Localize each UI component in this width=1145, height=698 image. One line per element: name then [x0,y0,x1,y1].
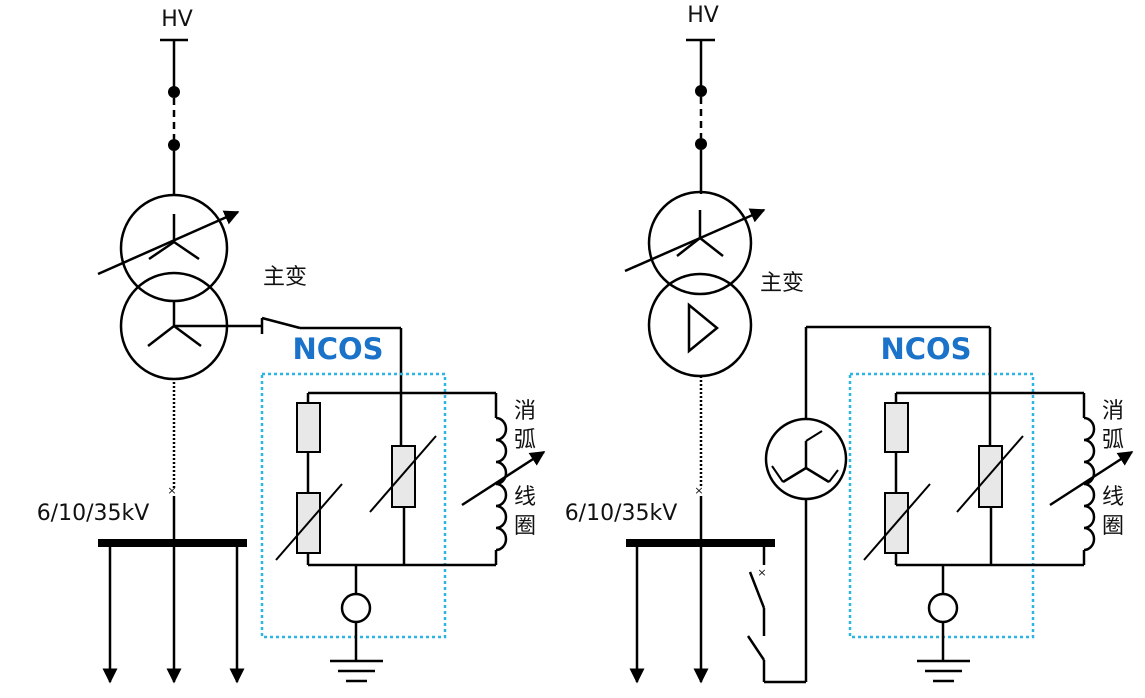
left-coil-adjust-arrow-icon [461,450,546,507]
left-arc-suppression-coil [461,393,546,565]
left-transformer-primary-winding [119,193,229,303]
left-varistor-1-slash [275,483,343,561]
right-transformer-label: 主变 [760,271,804,296]
right-coil-label: 消 弧 线 圈 [1102,399,1124,539]
right-zigzag-icon [771,430,839,484]
left-current-sensor [340,592,372,624]
svg-text:弧: 弧 [514,428,536,453]
left-varistor-2 [391,445,416,508]
left-wye-primary-icon [148,214,200,261]
right-ncos-label: NCOS [880,332,971,366]
svg-text:消: 消 [514,399,536,424]
right-breaker-terminal-top [695,85,707,97]
svg-text:圈: 圈 [514,514,536,539]
right-ground-switch-blade[interactable] [746,635,766,661]
right-arc-suppression-coil [1049,393,1134,565]
right-breaker-terminal-bottom [695,138,707,150]
left-main-transformer [97,193,262,381]
right-switch-x-mark: × [694,484,703,497]
right-fuse-resistor [884,402,909,453]
svg-text:线: 线 [514,485,536,510]
right-wye-primary-icon [676,210,724,257]
left-coil-label: 消 弧 线 圈 [514,399,536,539]
right-voltage-label: 6/10/35kV [565,501,678,526]
right-varistor-2 [978,445,1003,508]
right-transformer-primary-winding [647,190,753,296]
right-diagram: HV 主变 NCOS [565,3,1134,684]
right-bus-tie-switch-blade[interactable] [748,571,766,609]
svg-text:弧: 弧 [1102,428,1124,453]
right-switch-x-mark-2: × [757,566,766,579]
right-ground-icon [917,659,970,683]
left-hv-label: HV [161,7,193,32]
left-ncos-circuit [275,391,546,683]
left-transformer-label: 主变 [263,265,307,290]
left-ncos-box [260,372,447,639]
left-wye-secondary-icon [147,300,262,348]
right-tap-changer-arrow-icon [624,208,766,273]
svg-text:线: 线 [1102,485,1124,510]
left-voltage-label: 6/10/35kV [37,501,150,526]
right-current-sensor [927,592,959,624]
left-tap-changer-arrow-icon [97,210,240,276]
right-main-transformer [624,190,766,378]
right-varistor-2-slash [956,435,1024,513]
left-varistor-2-slash [369,435,437,513]
svg-text:消: 消 [1102,399,1124,424]
right-ncos-circuit [863,327,1134,683]
left-ground-icon [330,659,383,683]
left-diagram: HV 主变 N [37,7,546,684]
left-fuse-resistor [296,402,321,453]
right-varistor-1-slash [863,483,931,561]
left-switch-x-mark: × [167,484,176,497]
left-breaker-terminal-bottom [168,139,180,151]
right-ncos-box [848,372,1035,639]
left-neutral-switch-blade[interactable] [261,316,301,330]
left-breaker-terminal-top [168,86,180,98]
right-coil-adjust-arrow-icon [1049,450,1134,507]
right-delta-secondary-icon [687,302,719,354]
right-transformer-secondary-winding [647,272,753,378]
svg-text:圈: 圈 [1102,514,1124,539]
left-ncos-label: NCOS [292,332,383,366]
right-hv-label: HV [687,3,719,28]
